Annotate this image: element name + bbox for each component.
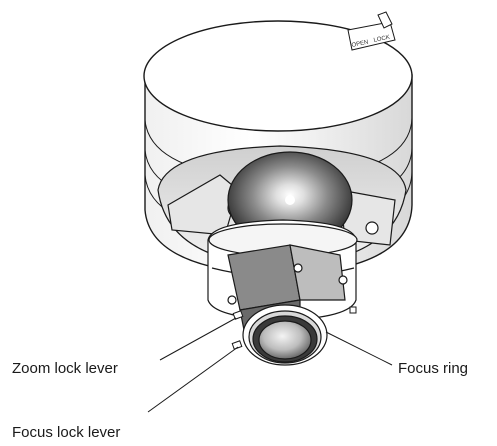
lens-block	[227, 244, 348, 336]
leader-focus-lock	[147, 346, 239, 413]
lock-mark: LOCK	[373, 35, 390, 44]
open-mark: OPEN	[351, 40, 369, 49]
zoom-lock-lever-label: Zoom lock lever	[12, 360, 118, 377]
leader-zoom-lock	[159, 317, 237, 361]
lens-front	[242, 304, 328, 366]
leader-lines	[147, 317, 393, 413]
focus-lock-lever-label: Focus lock lever	[12, 424, 121, 441]
leader-focus-ring	[325, 331, 393, 366]
lock-tab: OPEN LOCK	[347, 11, 396, 51]
focus-ring-label: Focus ring	[398, 360, 469, 377]
lock-levers	[231, 306, 357, 350]
